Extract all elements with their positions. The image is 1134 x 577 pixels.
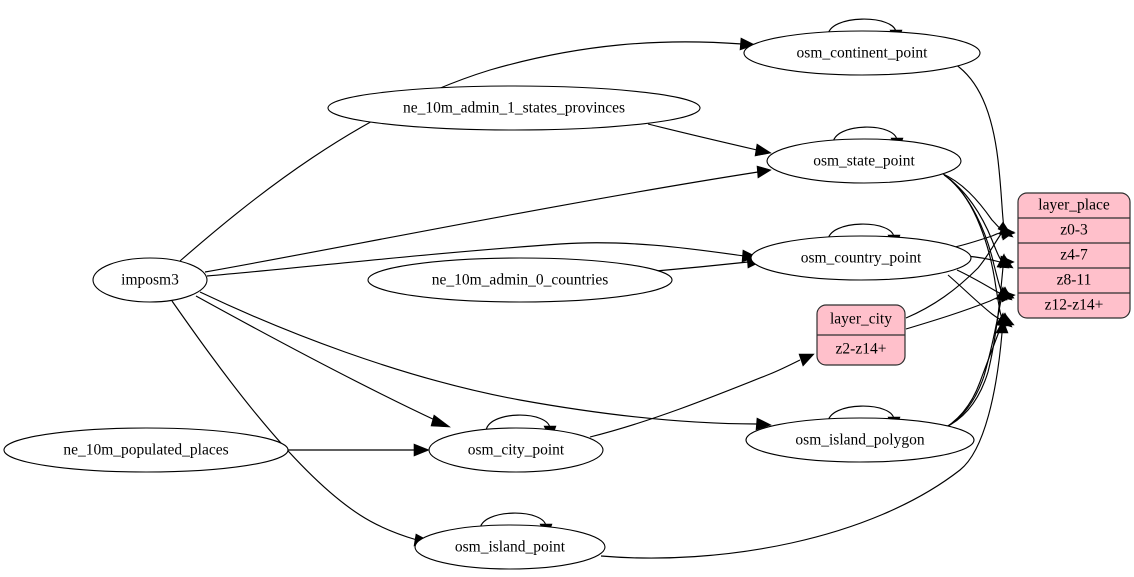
node-label-ne_populated: ne_10m_populated_places	[63, 442, 228, 459]
node-osm_continent_point[interactable]: osm_continent_point	[743, 30, 981, 76]
edge-ne_populated-to-osm_city_point	[288, 443, 430, 457]
record-layer_city[interactable]: layer_city z2-z14+	[816, 304, 906, 366]
edge-imposm3-to-osm_continent_point	[179, 37, 756, 262]
node-imposm3[interactable]: imposm3	[92, 257, 208, 303]
node-label-imposm3: imposm3	[121, 272, 179, 289]
record-row-layer_place-title: layer_place	[1038, 197, 1110, 214]
node-label-osm_city_point: osm_city_point	[468, 442, 565, 459]
edge-layer_city-to-layer_place-z0-3	[905, 227, 1015, 319]
record-row-layer_place-z8-11[interactable]: z8-11	[1057, 272, 1092, 289]
node-osm_island_polygon[interactable]: osm_island_polygon	[745, 417, 975, 463]
edge-imposm3-to-osm_island_polygon	[199, 291, 772, 431]
record-layer_place[interactable]: layer_place z0-3 z4-7 z8-11 z12-z14+	[1017, 192, 1131, 319]
node-label-osm_island_polygon: osm_island_polygon	[795, 432, 924, 449]
node-ne_10m_admin_1_states_provinces[interactable]: ne_10m_admin_1_states_provinces	[327, 85, 701, 131]
node-label-osm_country_point: osm_country_point	[801, 250, 922, 267]
node-label-ne_admin0: ne_10m_admin_0_countries	[432, 272, 609, 289]
node-osm_city_point[interactable]: osm_city_point	[428, 427, 604, 473]
node-osm_country_point[interactable]: osm_country_point	[750, 235, 972, 281]
node-label-osm_island_point: osm_island_point	[455, 539, 566, 556]
node-layer: imposm3 ne_10m_admin_1_states_provinces …	[3, 30, 981, 570]
edge-osm_island_polygon-to-layer_place-z8-11	[940, 286, 1008, 431]
node-ne_10m_admin_0_countries[interactable]: ne_10m_admin_0_countries	[367, 257, 673, 303]
record-row-layer_place-z0-3[interactable]: z0-3	[1060, 222, 1088, 239]
edge-osm_city_point-to-layer_city	[589, 353, 815, 438]
edge-ne_admin1-to-osm_state_point	[647, 123, 772, 157]
edge-osm_continent_point-to-layer_place-z0-3	[954, 63, 1013, 237]
edge-imposm3-to-osm_city_point	[195, 295, 451, 428]
record-layer: layer_place z0-3 z4-7 z8-11 z12-z14+ lay…	[816, 192, 1131, 366]
record-row-layer_city-title: layer_city	[830, 311, 892, 328]
edge-osm_island_polygon-to-layer_place-z12-z14	[937, 312, 1008, 433]
edge-imposm3-to-osm_state_point	[204, 165, 772, 273]
edge-imposm3-to-osm_island_point	[171, 300, 432, 547]
record-row-layer_place-z12-z14[interactable]: z12-z14+	[1045, 297, 1104, 314]
record-row-layer_city-z2-z14[interactable]: z2-z14+	[836, 341, 887, 358]
node-label-ne_admin1: ne_10m_admin_1_states_provinces	[403, 100, 625, 117]
record-row-layer_place-z4-7[interactable]: z4-7	[1060, 247, 1088, 264]
node-osm_island_point[interactable]: osm_island_point	[414, 524, 606, 570]
node-label-osm_continent_point: osm_continent_point	[797, 45, 929, 62]
node-osm_state_point[interactable]: osm_state_point	[766, 138, 962, 184]
edge-osm_island_point-to-layer_place-z12-z14	[600, 319, 1009, 559]
node-label-osm_state_point: osm_state_point	[813, 153, 915, 170]
node-ne_10m_populated_places[interactable]: ne_10m_populated_places	[3, 427, 289, 473]
